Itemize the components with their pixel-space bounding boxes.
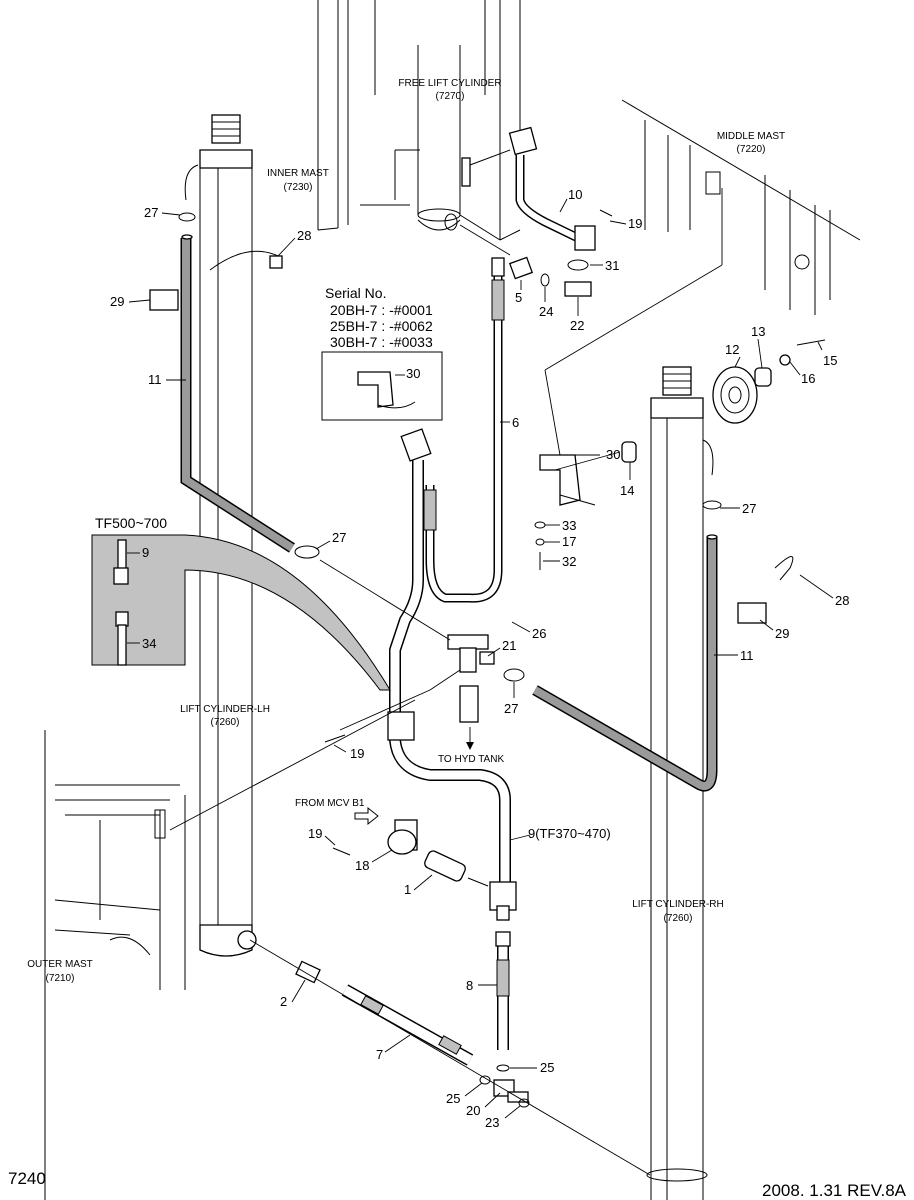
inner-mast-label: INNER MAST [267, 168, 329, 179]
leader-lines [169, 188, 723, 1176]
part-callouts: 27 28 29 11 10 19 31 5 24 22 12 13 15 16… [110, 187, 849, 1130]
tf500-detail-box: TF500~700 9 34 [91, 515, 391, 691]
lower-fittings [295, 734, 530, 1108]
revision-stamp: 2008. 1.31 REV.8A [762, 1181, 907, 1200]
callout-32: 32 [562, 554, 576, 569]
callout-9: 9(TF370~470) [528, 826, 611, 841]
fitting-group-upper [508, 209, 613, 297]
flow-arrow-icon [354, 806, 379, 826]
callout-22: 22 [570, 318, 584, 333]
assembly-labels: FREE LIFT CYLINDER (7270) INNER MAST (72… [27, 78, 785, 984]
callout-29a: 29 [110, 294, 124, 309]
middle-mast-code: (7220) [737, 144, 766, 155]
callout-1: 1 [404, 882, 411, 897]
callout-25b: 25 [446, 1091, 460, 1106]
callout-27a: 27 [144, 205, 158, 220]
callout-17: 17 [562, 534, 576, 549]
detail-part-34: 34 [142, 636, 156, 651]
callout-19c: 19 [308, 826, 322, 841]
from-mcv-label: FROM MCV B1 [295, 798, 365, 809]
callout-33: 33 [562, 518, 576, 533]
free-lift-cylinder-label: FREE LIFT CYLINDER [398, 78, 501, 89]
callout-12: 12 [725, 342, 739, 357]
callout-23: 23 [485, 1115, 499, 1130]
serial-line-2: 25BH-7 : -#0062 [330, 318, 433, 334]
callout-5: 5 [515, 290, 522, 305]
middle-mast-label: MIDDLE MAST [717, 131, 785, 142]
lift-cylinder-rh-label: LIFT CYLINDER-RH [632, 899, 724, 910]
outer-mast-label: OUTER MAST [27, 959, 93, 970]
serial-box-part-30: 30 [406, 366, 420, 381]
callout-15: 15 [823, 353, 837, 368]
callout-30b: 30 [606, 447, 620, 462]
callout-28a: 28 [297, 228, 311, 243]
clamps [149, 212, 794, 682]
hose-11-left [180, 234, 295, 553]
free-lift-cylinder-code: (7270) [436, 91, 465, 102]
callout-26: 26 [532, 626, 546, 641]
callout-11b: 11 [740, 648, 754, 663]
callout-2: 2 [280, 994, 287, 1009]
callout-27b: 27 [332, 530, 346, 545]
hose-11-right [532, 534, 718, 792]
page-code: 7240 [8, 1169, 46, 1188]
to-hyd-tank-label: TO HYD TANK [438, 754, 504, 765]
outer-mast-structure [44, 730, 186, 1200]
callout-25a: 25 [540, 1060, 554, 1075]
callout-14: 14 [620, 483, 634, 498]
callout-27d: 27 [504, 701, 518, 716]
lift-cylinder-lh-label: LIFT CYLINDER-LH [180, 704, 270, 715]
detail-part-9: 9 [142, 545, 149, 560]
callout-11a: 11 [148, 372, 162, 387]
callout-13: 13 [751, 324, 765, 339]
callout-27c: 27 [742, 501, 756, 516]
callout-8: 8 [466, 978, 473, 993]
serial-title: Serial No. [325, 285, 386, 301]
callout-21: 21 [502, 638, 516, 653]
callout-29b: 29 [775, 626, 789, 641]
tee-fitting-21 [447, 634, 495, 750]
callout-24: 24 [539, 304, 553, 319]
pipe-9 [387, 428, 517, 921]
callout-28b: 28 [835, 593, 849, 608]
inner-mast-code: (7230) [284, 182, 313, 193]
lift-cylinder-rh-code: (7260) [664, 913, 693, 924]
sheave-assembly [712, 339, 826, 424]
lift-cylinder-lh-code: (7260) [211, 717, 240, 728]
serial-line-1: 20BH-7 : -#0001 [330, 302, 433, 318]
callout-31: 31 [605, 258, 619, 273]
callout-16: 16 [801, 371, 815, 386]
lift-cylinder-rh [646, 366, 714, 1200]
callout-6: 6 [512, 415, 519, 430]
serial-number-box: Serial No. 20BH-7 : -#0001 25BH-7 : -#00… [321, 285, 443, 421]
hose-6 [423, 257, 505, 603]
pipe-10 [461, 126, 596, 251]
callout-19a: 19 [628, 216, 642, 231]
serial-line-3: 30BH-7 : -#0033 [330, 334, 433, 350]
callout-18: 18 [355, 858, 369, 873]
callout-7: 7 [376, 1047, 383, 1062]
callout-20: 20 [466, 1103, 480, 1118]
bracket-30-mid [539, 454, 596, 506]
outer-mast-code: (7210) [46, 973, 75, 984]
callout-19b: 19 [350, 746, 364, 761]
middle-mast-structure [621, 99, 861, 315]
inner-mast-structure [317, 0, 521, 241]
callout-10: 10 [568, 187, 582, 202]
free-lift-cylinder [417, 45, 461, 231]
detail-box-title: TF500~700 [95, 515, 167, 531]
